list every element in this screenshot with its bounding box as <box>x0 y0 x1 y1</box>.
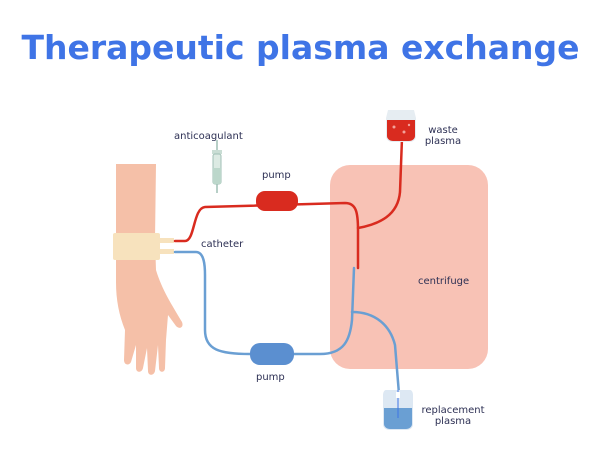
label-waste-line2: plasma <box>424 136 462 147</box>
waste-line <box>356 136 404 230</box>
label-replacement-line2: plasma <box>434 416 472 427</box>
label-waste-plasma: waste plasma <box>421 125 465 147</box>
pump-bottom <box>250 343 294 365</box>
arm-icon <box>113 164 183 375</box>
label-pump-top: pump <box>262 170 291 181</box>
syringe-icon <box>212 140 222 193</box>
centrifuge-box <box>330 165 488 369</box>
label-replacement-line1: replacement <box>421 405 485 416</box>
label-replacement-plasma: replacement plasma <box>418 405 488 427</box>
replacement-bag-icon <box>383 390 413 430</box>
waste-bag-icon <box>386 110 416 142</box>
label-centrifuge: centrifuge <box>418 276 470 287</box>
label-anticoagulant: anticoagulant <box>174 131 243 142</box>
label-waste-line1: waste <box>428 125 458 136</box>
replacement-line <box>350 310 401 396</box>
diagram-title: Therapeutic plasma exchange <box>21 28 580 67</box>
venous-line <box>173 250 356 356</box>
pump-top <box>256 191 298 211</box>
label-catheter: catheter <box>201 239 244 250</box>
label-pump-bottom: pump <box>256 372 285 383</box>
